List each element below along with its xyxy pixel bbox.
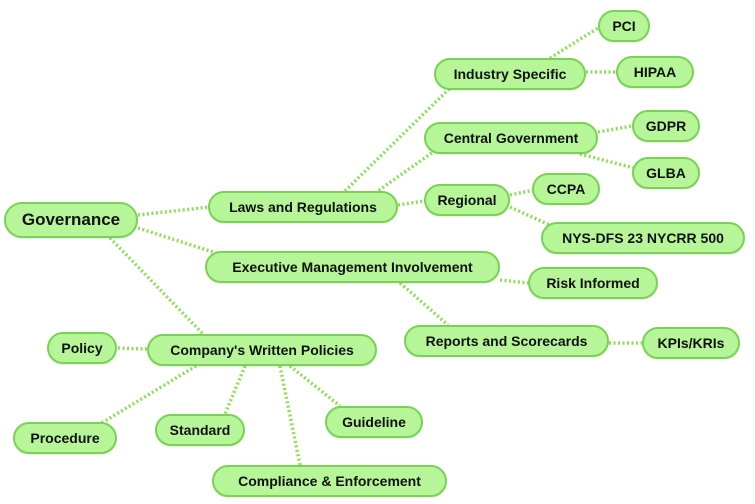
- node-procedure[interactable]: Procedure: [13, 422, 117, 454]
- node-industry-specific[interactable]: Industry Specific: [434, 58, 586, 90]
- link-laws-regional: [397, 199, 425, 207]
- link-industry-pci: [549, 26, 599, 60]
- node-policy[interactable]: Policy: [47, 332, 117, 364]
- node-nys-dfs[interactable]: NYS-DFS 23 NYCRR 500: [541, 222, 745, 254]
- link-policies-guideline: [288, 364, 342, 408]
- node-guideline[interactable]: Guideline: [325, 406, 423, 438]
- node-kpis-kris[interactable]: KPIs/KRIs: [642, 327, 740, 359]
- link-exec-reports: [398, 281, 450, 327]
- node-risk-informed[interactable]: Risk Informed: [528, 267, 658, 299]
- node-gdpr[interactable]: GDPR: [632, 110, 700, 142]
- node-central-government[interactable]: Central Government: [424, 122, 598, 154]
- link-laws-central: [373, 148, 438, 195]
- link-governance-policies: [108, 236, 205, 336]
- link-regional-ccpa: [509, 188, 535, 197]
- node-hipaa[interactable]: HIPAA: [616, 56, 694, 88]
- link-policies-standard: [223, 365, 247, 415]
- link-governance-laws: [137, 205, 211, 217]
- node-glba[interactable]: GLBA: [632, 157, 700, 189]
- node-regional[interactable]: Regional: [424, 184, 510, 216]
- link-central-gdpr: [597, 124, 633, 134]
- node-standard[interactable]: Standard: [155, 414, 245, 446]
- node-executive-management-involvement[interactable]: Executive Management Involvement: [205, 251, 500, 283]
- node-ccpa[interactable]: CCPA: [532, 173, 600, 205]
- link-exec-risk: [499, 278, 529, 285]
- link-laws-industry: [343, 86, 452, 193]
- link-policies-policy: [116, 346, 148, 351]
- node-companys-written-policies[interactable]: Company's Written Policies: [147, 334, 377, 366]
- link-policies-procedure: [99, 364, 197, 426]
- node-pci[interactable]: PCI: [598, 10, 650, 42]
- node-compliance-and-enforcement[interactable]: Compliance & Enforcement: [212, 465, 447, 497]
- node-laws-and-regulations[interactable]: Laws and Regulations: [208, 191, 398, 223]
- link-regional-nysdfs: [509, 205, 553, 228]
- link-policies-compliance: [278, 365, 302, 466]
- link-governance-exec: [137, 226, 217, 255]
- node-reports-and-scorecards[interactable]: Reports and Scorecards: [404, 325, 609, 357]
- link-central-glba: [579, 152, 635, 170]
- node-governance[interactable]: Governance: [4, 202, 138, 238]
